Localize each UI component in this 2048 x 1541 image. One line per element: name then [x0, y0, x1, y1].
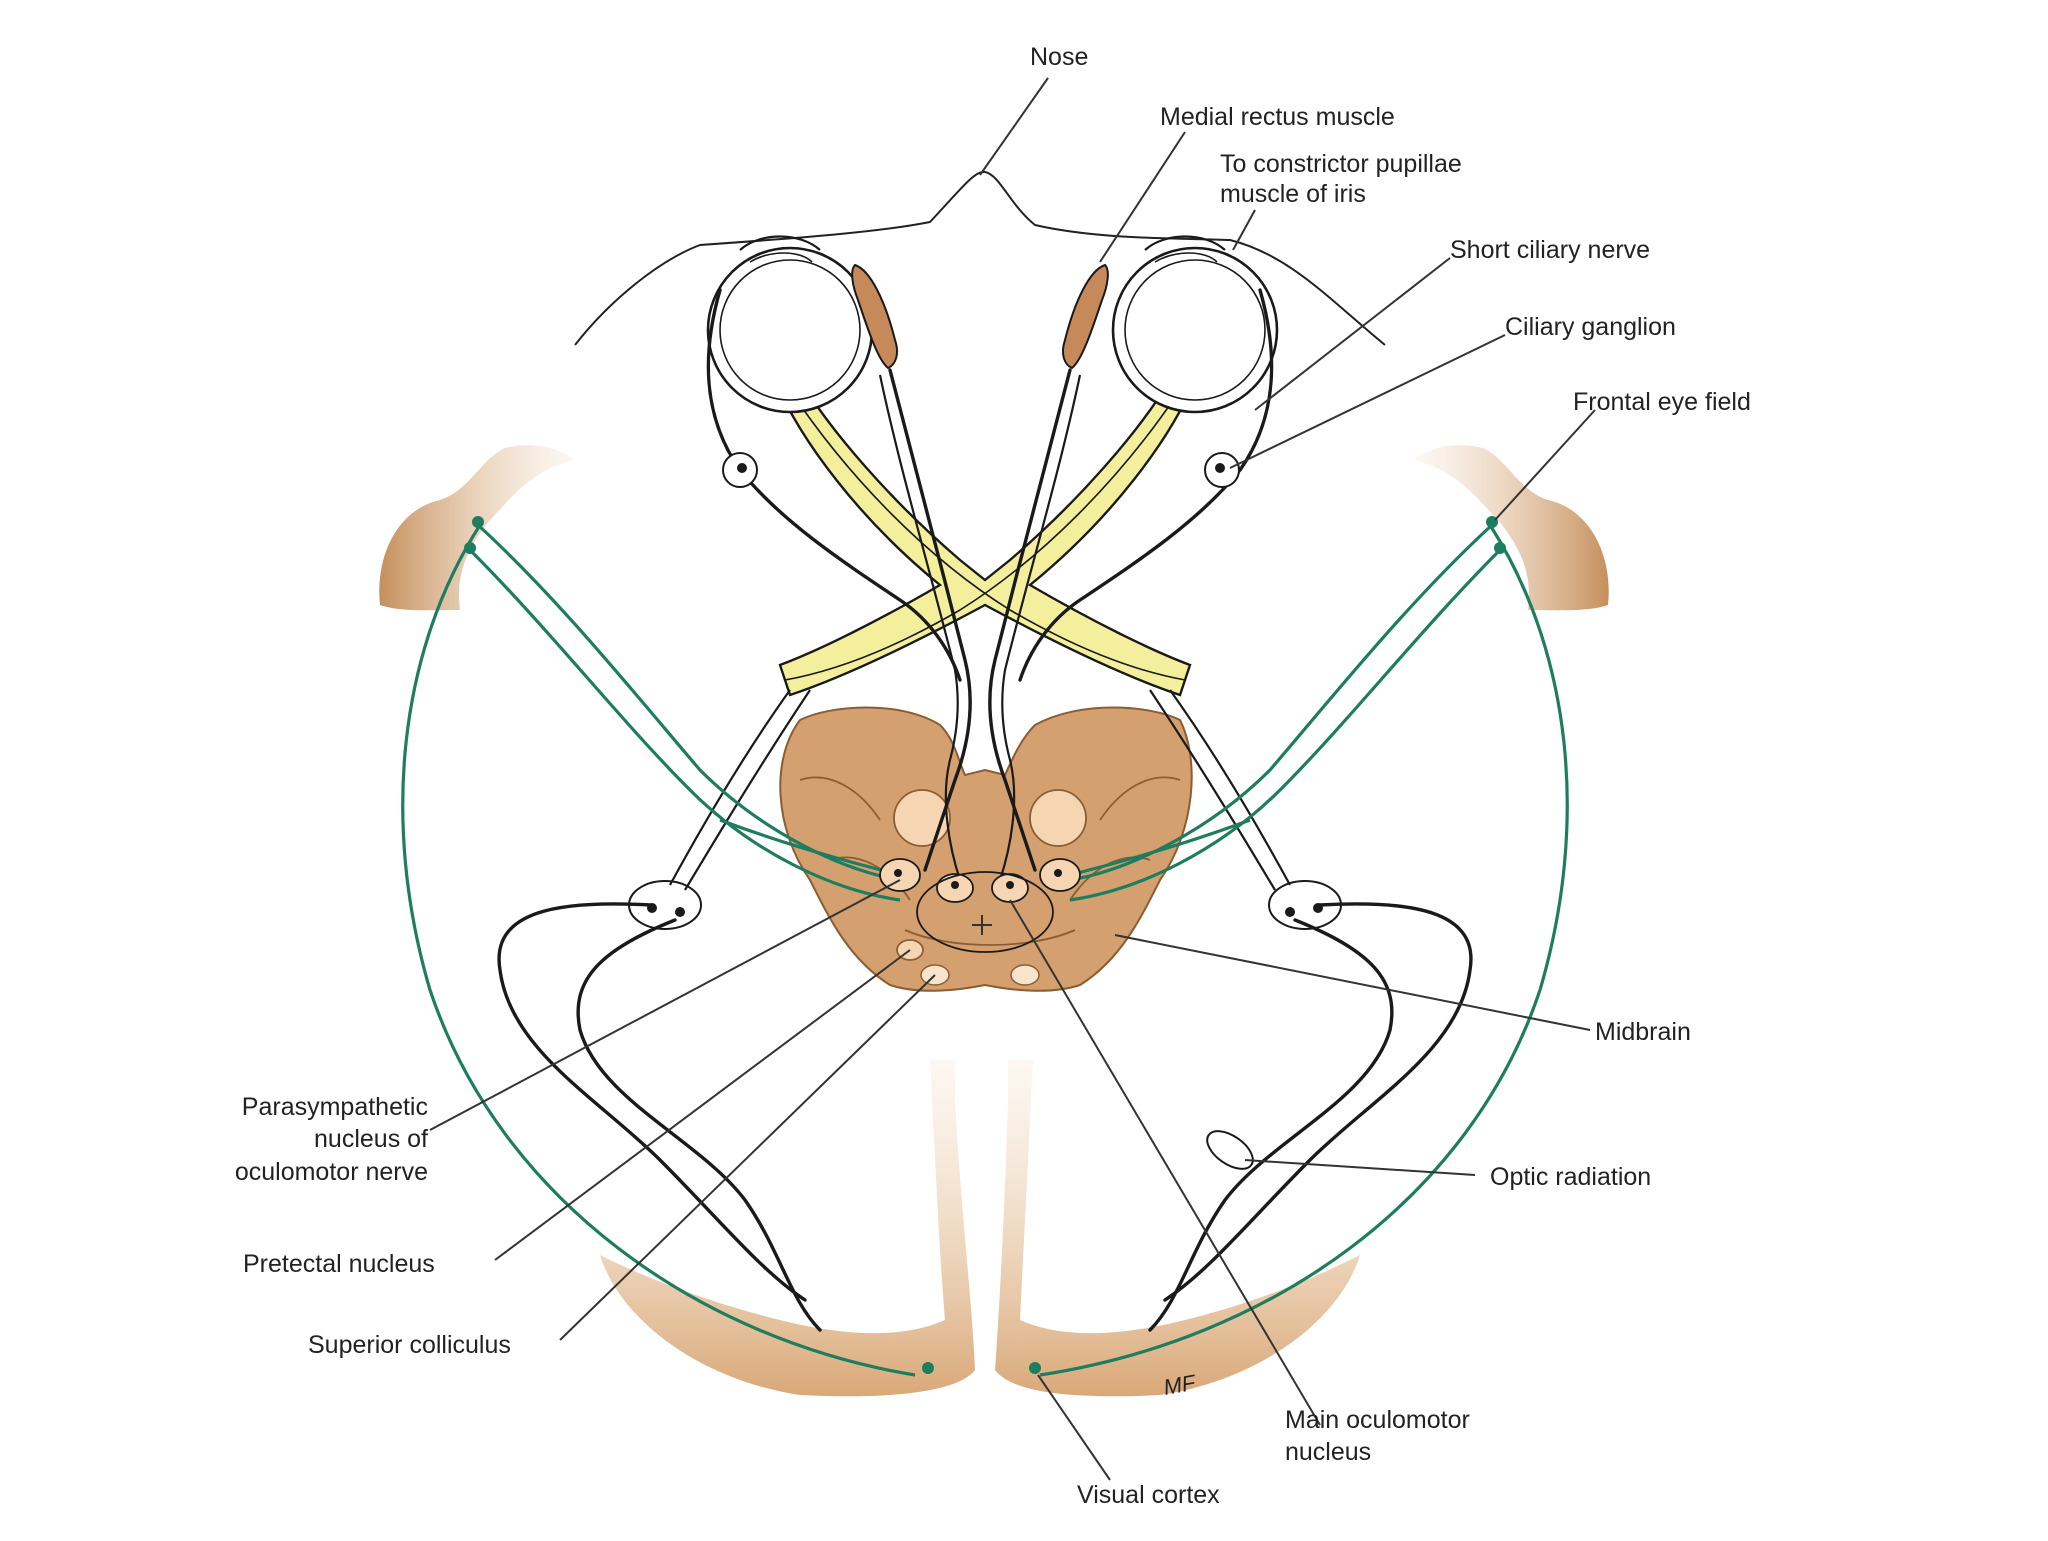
head-outline — [574, 170, 1386, 346]
label-optic-radiation: Optic radiation — [1490, 1163, 1651, 1191]
label-midbrain: Midbrain — [1595, 1018, 1691, 1046]
parasympathetic-nucleus-left-dot — [951, 881, 959, 889]
frontal-cortex-right — [1413, 445, 1609, 611]
red-nucleus-right — [1029, 789, 1087, 847]
oculomotor-nerve-left — [888, 368, 972, 872]
medial-rectus-left — [851, 263, 898, 370]
ciliary-ganglion-right-dot — [1215, 463, 1225, 473]
optic-radiation-left — [497, 902, 807, 1302]
label-main-oculomotor-2: nucleus — [1285, 1438, 1371, 1466]
leader-lines — [429, 77, 1596, 1481]
lgb-left-dot-2 — [675, 907, 685, 917]
green-pathway-right-inner-1 — [1069, 523, 1494, 882]
green-pathway-left-outer — [401, 524, 916, 1377]
visual-cortex-left-dot — [922, 1362, 934, 1374]
label-superior-colliculus: Superior colliculus — [308, 1331, 511, 1359]
artist-signature: MF — [1162, 1370, 1199, 1400]
label-visual-cortex: Visual cortex — [1077, 1481, 1220, 1509]
pretectal-nucleus-right-dot — [1054, 869, 1062, 877]
label-constrictor-2: muscle of iris — [1220, 180, 1366, 208]
label-main-oculomotor-1: Main oculomotor — [1285, 1406, 1470, 1434]
chiasma-cross-lines — [784, 389, 1186, 681]
label-parasympathetic-2: nucleus of — [314, 1125, 428, 1153]
label-parasympathetic-1: Parasympathetic — [242, 1093, 428, 1121]
optic-tract-left — [669, 689, 811, 891]
midbrain-folds — [799, 776, 1181, 946]
oculomotor-nerve-right-2 — [998, 374, 1082, 881]
pretectal-nucleus-left-dot — [894, 869, 902, 877]
optic-tract-right — [1149, 689, 1291, 891]
optic-radiation-ring — [1206, 1130, 1254, 1170]
label-pretectal: Pretectal nucleus — [243, 1250, 435, 1278]
eyeball-left — [706, 235, 874, 414]
eyeball-right — [1111, 235, 1279, 414]
green-pathway-right-outer — [1039, 524, 1569, 1377]
oculomotor-nerve-right — [988, 368, 1072, 872]
oculomotor-nerve-left-2 — [878, 374, 962, 881]
green-pathway-right-inner-2 — [1069, 548, 1502, 902]
short-ciliary-nerve-right — [1018, 288, 1274, 682]
optic-radiation-left-2 — [576, 918, 822, 1332]
frontal-eye-field-left-dot-1 — [472, 516, 484, 528]
label-medial-rectus: Medial rectus muscle — [1160, 103, 1395, 131]
optic-radiation-right-2 — [1148, 918, 1394, 1332]
occipital-lobe-left — [600, 1060, 975, 1397]
green-pathway-left-inner-1 — [476, 523, 901, 882]
label-constrictor-1: To constrictor pupillae — [1220, 150, 1462, 178]
label-short-ciliary: Short ciliary nerve — [1450, 236, 1650, 264]
superior-colliculus-right-shape — [1010, 964, 1040, 986]
label-nose: Nose — [1030, 43, 1088, 71]
label-parasympathetic-3: oculomotor nerve — [235, 1158, 428, 1186]
ciliary-ganglion-left-dot — [737, 463, 747, 473]
label-ciliary-ganglion: Ciliary ganglion — [1505, 313, 1676, 341]
occipital-lobe-right — [995, 1060, 1360, 1397]
short-ciliary-nerve-left — [706, 288, 962, 682]
optic-nerve-left — [773, 378, 1197, 697]
frontal-eye-field-left-dot-2 — [464, 542, 476, 554]
midbrain — [779, 706, 1193, 992]
optic-radiation-right — [1163, 902, 1473, 1302]
green-pathway-left-inner-2 — [468, 548, 901, 902]
medial-rectus-right — [1062, 263, 1109, 370]
label-frontal-eye-field: Frontal eye field — [1573, 388, 1751, 416]
oculomotor-complex-ring — [916, 871, 1054, 953]
lgb-right-dot-1 — [1285, 907, 1295, 917]
frontal-eye-field-right-dot-2 — [1494, 542, 1506, 554]
midline-cross — [972, 915, 992, 935]
main-oculomotor-nucleus-right-dot — [1006, 881, 1014, 889]
visual-cortex-right-dot — [1029, 1362, 1041, 1374]
